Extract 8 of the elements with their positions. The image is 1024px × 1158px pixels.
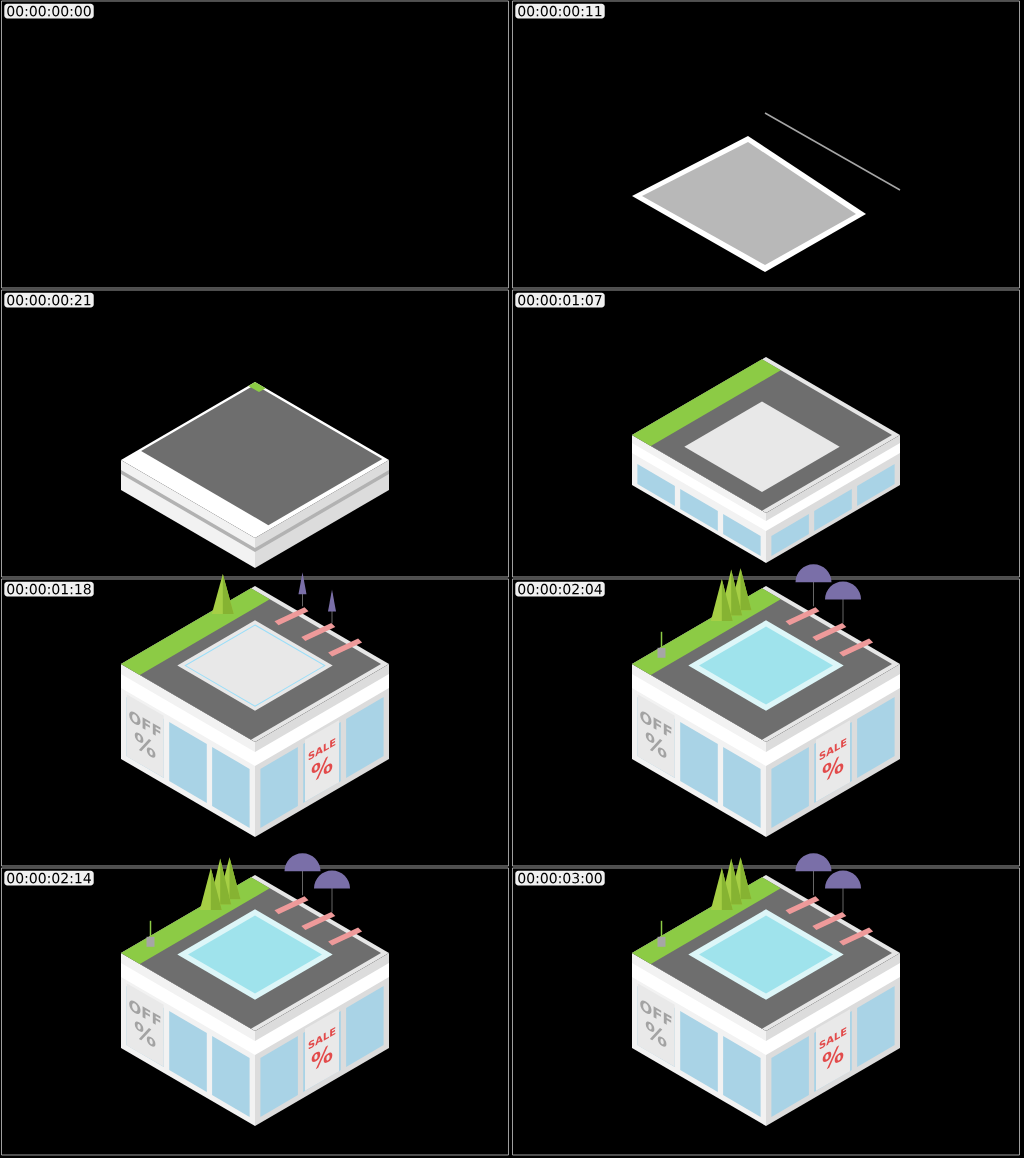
- sale-sign: OFF %: [637, 983, 675, 1067]
- frame-panel: 00:00:01:07: [512, 289, 1020, 578]
- frame-panel: 00:00:00:11: [512, 0, 1020, 289]
- sale-sign: OFF %: [126, 983, 164, 1067]
- sale-sign: OFF %: [637, 694, 675, 778]
- frame-panel: 00:00:00:21: [1, 289, 509, 578]
- sale-sign: OFF %: [126, 694, 164, 778]
- frame-panel: 00:00:00:00: [1, 0, 509, 289]
